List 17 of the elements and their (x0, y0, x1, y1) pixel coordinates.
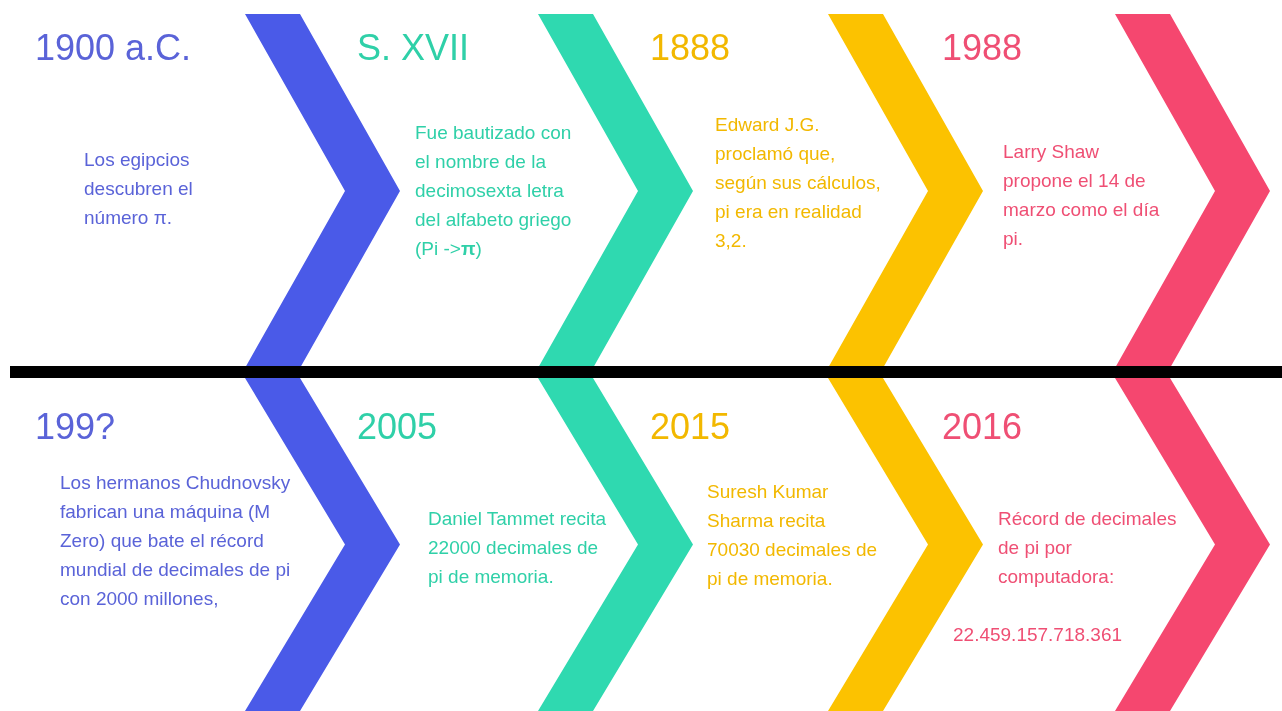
event-description: Fue bautizado con el nombre de la decimosexta letra del alfabeto griego (Pi ->π) (415, 121, 573, 261)
record-number: 22.459.157.718.361 (953, 623, 1123, 647)
event-description: Récord de decimales de pi por computadora: (998, 507, 1178, 589)
year-heading: 1900 a.C. (35, 28, 192, 68)
year-heading: 199? (35, 407, 116, 447)
event-description: Los hermanos Chudnovsky fabrican una máquina (M Zero) que bate el récord mundial de decimales de pi con 2000 millones, (60, 471, 292, 611)
event-description: Daniel Tammet recita 22000 decimales de pi de memoria. (428, 507, 608, 589)
event-description: Suresh Kumar Sharma recita 70030 decimales de pi de memoria. (707, 480, 879, 591)
event-description: Larry Shaw propone el 14 de marzo como el día pi. (1003, 140, 1161, 251)
year-heading: 2005 (357, 407, 438, 447)
event-description: Los egipcios descubren el número π. (84, 148, 194, 230)
year-heading: 1888 (650, 28, 731, 68)
year-heading: 2016 (942, 407, 1023, 447)
event-description: Edward J.G. proclamó que, según sus cálculos, pi era en realidad 3,2. (715, 113, 882, 253)
year-heading: 2015 (650, 407, 731, 447)
year-heading: S. XVII (357, 28, 470, 68)
year-heading: 1988 (942, 28, 1023, 68)
